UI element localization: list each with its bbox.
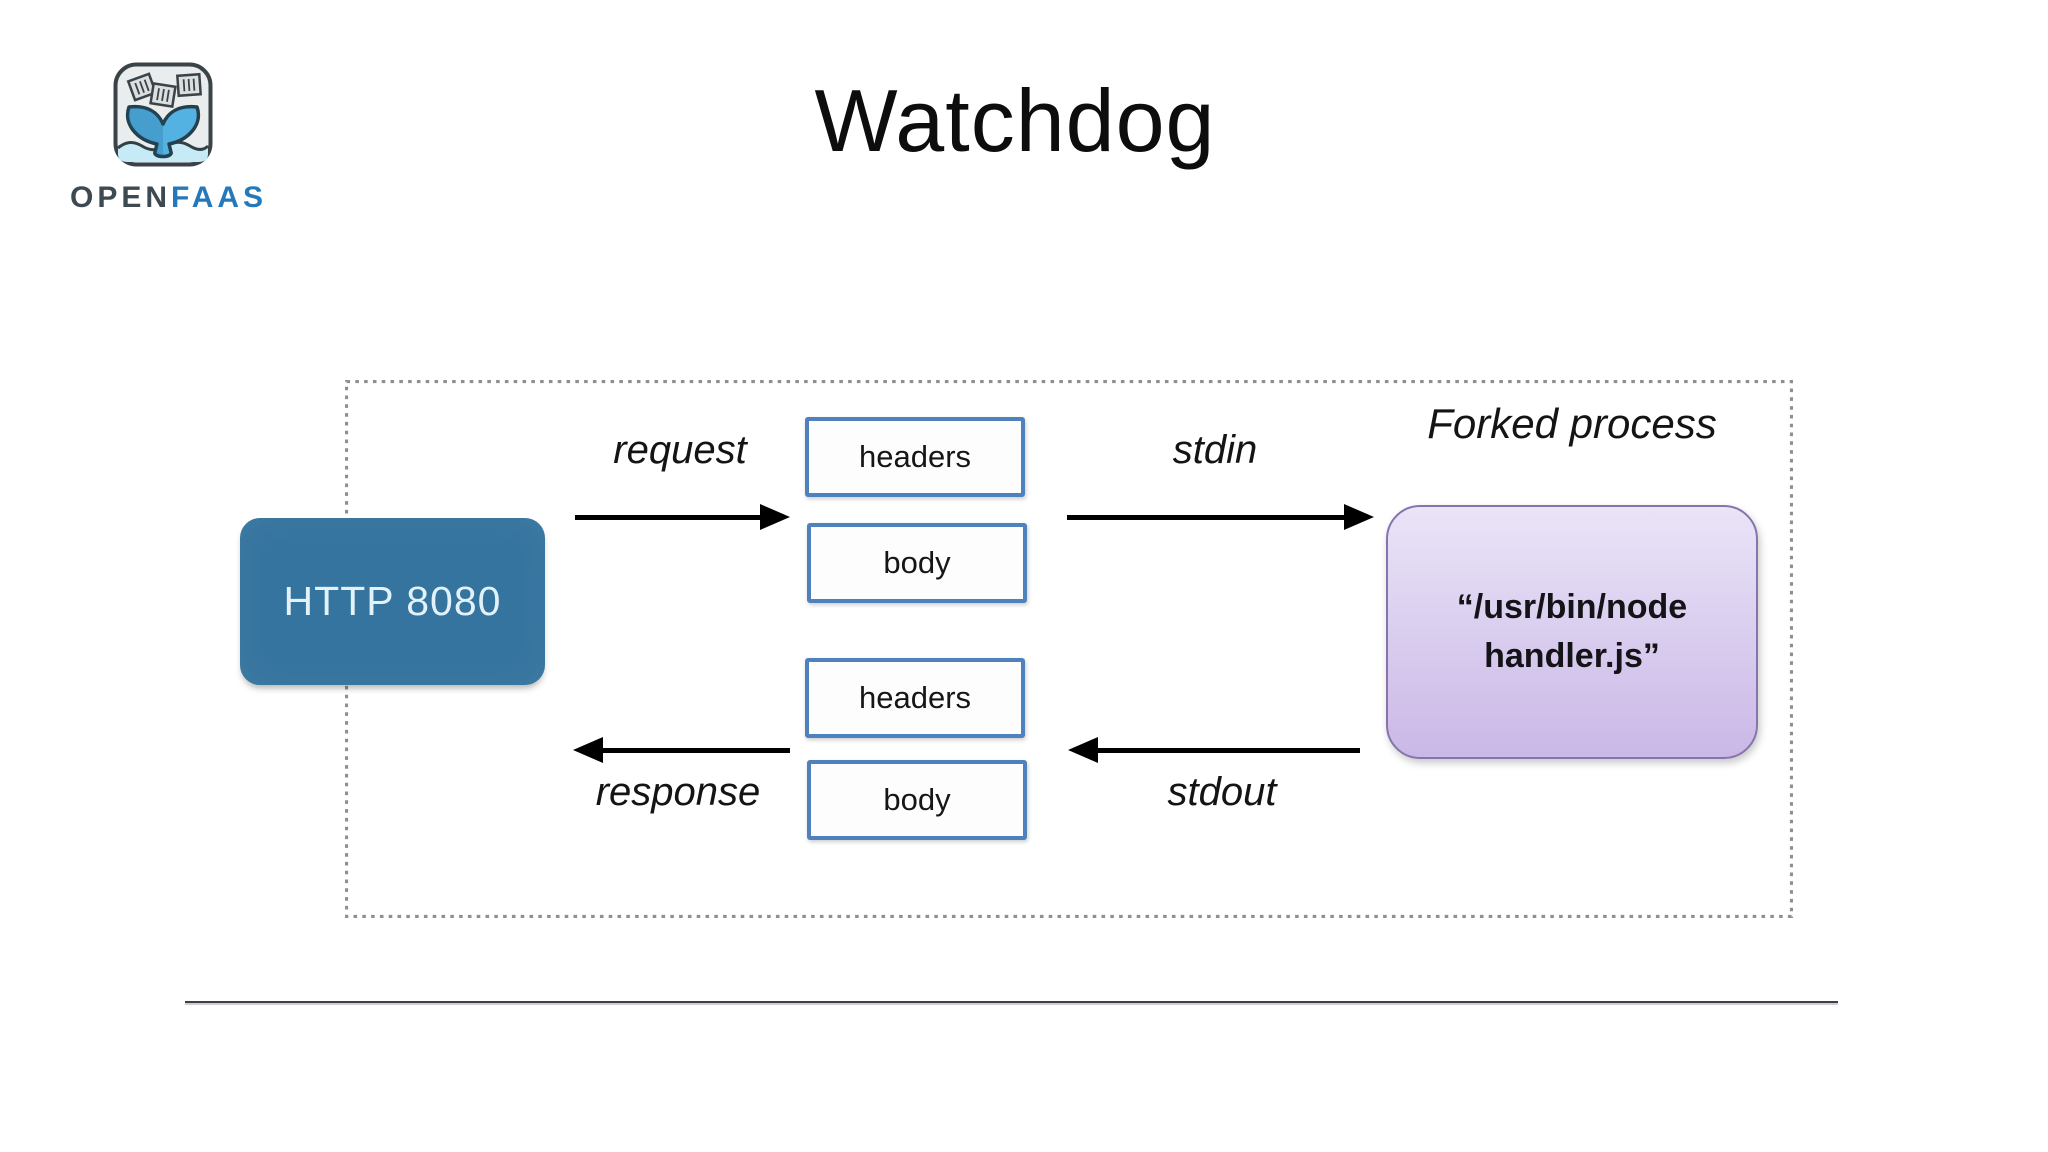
response-headers-box: headers bbox=[805, 658, 1025, 738]
response-body-box: body bbox=[807, 760, 1027, 840]
whale-tail-icon bbox=[125, 104, 201, 159]
stdin-label: stdin bbox=[1172, 428, 1258, 472]
openfaas-wordmark: OPENFAAS bbox=[70, 181, 263, 215]
wordmark-open: OPEN bbox=[70, 181, 172, 214]
forked-process-label: Forked process bbox=[1427, 400, 1717, 447]
request-body-label: body bbox=[883, 545, 951, 580]
process-command-line1: “/usr/bin/node bbox=[1456, 587, 1688, 626]
process-command-line2: handler.js” bbox=[1484, 637, 1660, 675]
container-icon bbox=[149, 81, 177, 109]
stdout-arrow bbox=[1068, 737, 1360, 763]
container-icon bbox=[126, 72, 158, 102]
openfaas-whale-icon bbox=[113, 62, 213, 167]
request-headers-label: headers bbox=[858, 439, 972, 474]
http-8080-label: HTTP 8080 bbox=[283, 578, 502, 624]
request-arrow bbox=[575, 504, 790, 530]
watchdog-boundary bbox=[345, 380, 1793, 918]
request-body-box: body bbox=[807, 523, 1027, 603]
stdout-label: stdout bbox=[1167, 770, 1277, 814]
forked-process-box: “/usr/bin/node handler.js” bbox=[1386, 505, 1758, 759]
response-headers-label: headers bbox=[858, 680, 972, 715]
response-arrow bbox=[573, 737, 790, 763]
container-icon bbox=[175, 72, 203, 98]
stdin-arrow bbox=[1067, 504, 1374, 530]
footer-divider bbox=[185, 1001, 1838, 1003]
whale-tail-shade bbox=[127, 106, 163, 157]
response-body-label: body bbox=[883, 782, 951, 817]
response-label: response bbox=[595, 770, 761, 814]
wordmark-faas: FAAS bbox=[171, 181, 268, 214]
http-8080-box: HTTP 8080 bbox=[240, 518, 545, 685]
page-title: Watchdog bbox=[814, 71, 1216, 170]
request-headers-box: headers bbox=[805, 417, 1025, 497]
request-label: request bbox=[613, 428, 747, 472]
